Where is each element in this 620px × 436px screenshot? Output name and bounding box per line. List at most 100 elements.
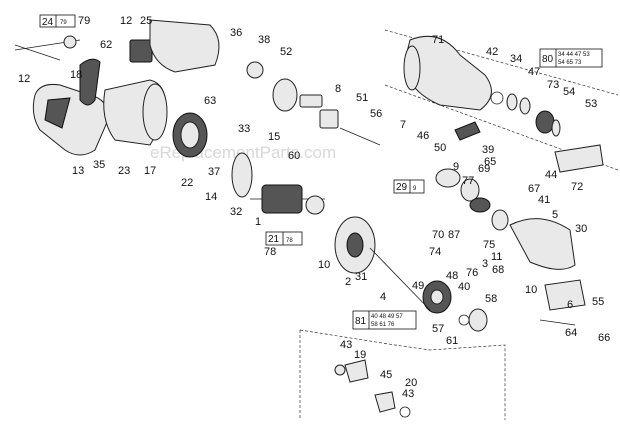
part-number-label: 58 xyxy=(485,293,497,305)
part-number-label: 35 xyxy=(93,159,105,171)
part-number-label: 13 xyxy=(72,165,84,177)
kit-box-21: 21 78 xyxy=(265,231,303,246)
housing-cover xyxy=(149,19,220,73)
part-number-label: 69 xyxy=(478,163,490,175)
part-number-label: 42 xyxy=(486,46,498,58)
part-number-label: 72 xyxy=(571,181,583,193)
part-number-label: 54 xyxy=(563,86,575,98)
kit-sub-bottom: 58 61 76 xyxy=(371,322,395,328)
part-number-label: 18 xyxy=(70,69,82,81)
part-number-label: 47 xyxy=(528,66,540,78)
part-number-label: 48 xyxy=(446,270,458,282)
kit-box-24: 24 79 xyxy=(39,14,76,28)
kit-box-80: 80 34 44 47 53 54 65 73 xyxy=(539,48,603,68)
part-number-label: 55 xyxy=(592,296,604,308)
part-number-label: 23 xyxy=(118,165,130,177)
kit-sub: 78 xyxy=(286,238,293,244)
part-number-label: 43 xyxy=(340,339,352,351)
spindle-parts xyxy=(334,359,411,418)
gearcase-cover xyxy=(403,35,492,111)
baffle xyxy=(231,152,253,198)
part-number-label: 14 xyxy=(205,191,217,203)
part-number-label: 25 xyxy=(140,15,152,27)
part-number-label: 70 xyxy=(432,229,444,241)
part-number-label: 34 xyxy=(510,53,522,65)
part-number-label: 41 xyxy=(538,194,550,206)
part-number-label: 71 xyxy=(432,34,444,46)
part-number-label: 74 xyxy=(429,246,441,258)
part-number-label: 17 xyxy=(144,165,156,177)
part-labels: 1234567891010111212131415171819202223253… xyxy=(18,15,610,400)
release-lever xyxy=(454,121,481,141)
part-number-label: 4 xyxy=(380,291,386,303)
part-number-label: 78 xyxy=(264,246,276,258)
part-number-label: 40 xyxy=(458,281,470,293)
part-number-label: 49 xyxy=(412,280,424,292)
kit-box-81: 81 40 48 49 57 58 61 76 xyxy=(352,310,417,330)
kit-id: 81 xyxy=(355,316,367,327)
blade-clamp xyxy=(554,144,604,173)
part-number-label: 66 xyxy=(598,332,610,344)
part-number-label: 56 xyxy=(370,108,382,120)
part-number-label: 12 xyxy=(18,73,30,85)
part-number-label: 53 xyxy=(585,98,597,110)
part-number-label: 65 xyxy=(484,156,496,168)
motor-housing xyxy=(103,79,168,146)
armature xyxy=(250,184,325,215)
part-number-label: 9 xyxy=(453,161,459,173)
blade-clamp-lever xyxy=(14,35,81,61)
part-number-label: 30 xyxy=(575,223,587,235)
part-number-label: 33 xyxy=(238,123,250,135)
part-number-label: 64 xyxy=(565,327,577,339)
group-line xyxy=(299,329,506,420)
kit-sub-top: 40 48 49 57 xyxy=(371,314,403,320)
part-number-label: 60 xyxy=(288,150,300,162)
part-number-label: 77 xyxy=(462,175,474,187)
part-number-label: 6 xyxy=(567,299,573,311)
part-number-label: 22 xyxy=(181,177,193,189)
part-number-label: 31 xyxy=(355,271,367,283)
kit-sub-bottom: 54 65 73 xyxy=(558,60,582,66)
part-number-label: 11 xyxy=(491,251,502,263)
part-number-label: 62 xyxy=(100,39,112,51)
part-number-label: 3 xyxy=(482,258,488,270)
gear-plate-assembly xyxy=(246,61,381,146)
part-number-label: 37 xyxy=(208,166,220,178)
part-number-label: 8 xyxy=(335,83,341,95)
gear-housing xyxy=(509,218,576,270)
part-number-label: 50 xyxy=(434,142,446,154)
part-number-label: 36 xyxy=(230,27,242,39)
grip-insert xyxy=(79,58,101,106)
kit-id: 21 xyxy=(268,234,280,245)
part-number-label: 61 xyxy=(446,335,458,347)
kit-id: 80 xyxy=(542,54,554,65)
part-number-label: 67 xyxy=(528,183,540,195)
part-number-label: 51 xyxy=(356,92,368,104)
part-number-label: 57 xyxy=(432,323,444,335)
handle-housing xyxy=(32,84,109,156)
part-number-label: 38 xyxy=(258,34,270,46)
part-number-label: 10 xyxy=(318,259,330,271)
field-coil xyxy=(172,112,208,158)
pinion-bearing xyxy=(458,308,488,332)
part-number-label: 68 xyxy=(492,264,504,276)
part-number-label: 20 xyxy=(405,377,417,389)
part-number-label: 52 xyxy=(280,46,292,58)
part-number-label: 63 xyxy=(204,95,216,107)
part-number-label: 46 xyxy=(417,130,429,142)
connecting-rod xyxy=(369,247,431,311)
part-number-label: 43 xyxy=(402,388,414,400)
kit-box-29: 29 9 xyxy=(393,179,425,194)
part-number-label: 15 xyxy=(268,131,280,143)
kit-id: 29 xyxy=(396,182,408,193)
part-number-label: 19 xyxy=(354,349,366,361)
part-number-label: 32 xyxy=(230,206,242,218)
driven-gear xyxy=(422,280,452,314)
kit-sub: 9 xyxy=(413,186,417,192)
part-number-label: 73 xyxy=(547,79,559,91)
part-number-label: 7 xyxy=(400,119,406,131)
kit-sub: 79 xyxy=(60,20,67,26)
part-number-label: 79 xyxy=(78,15,90,27)
